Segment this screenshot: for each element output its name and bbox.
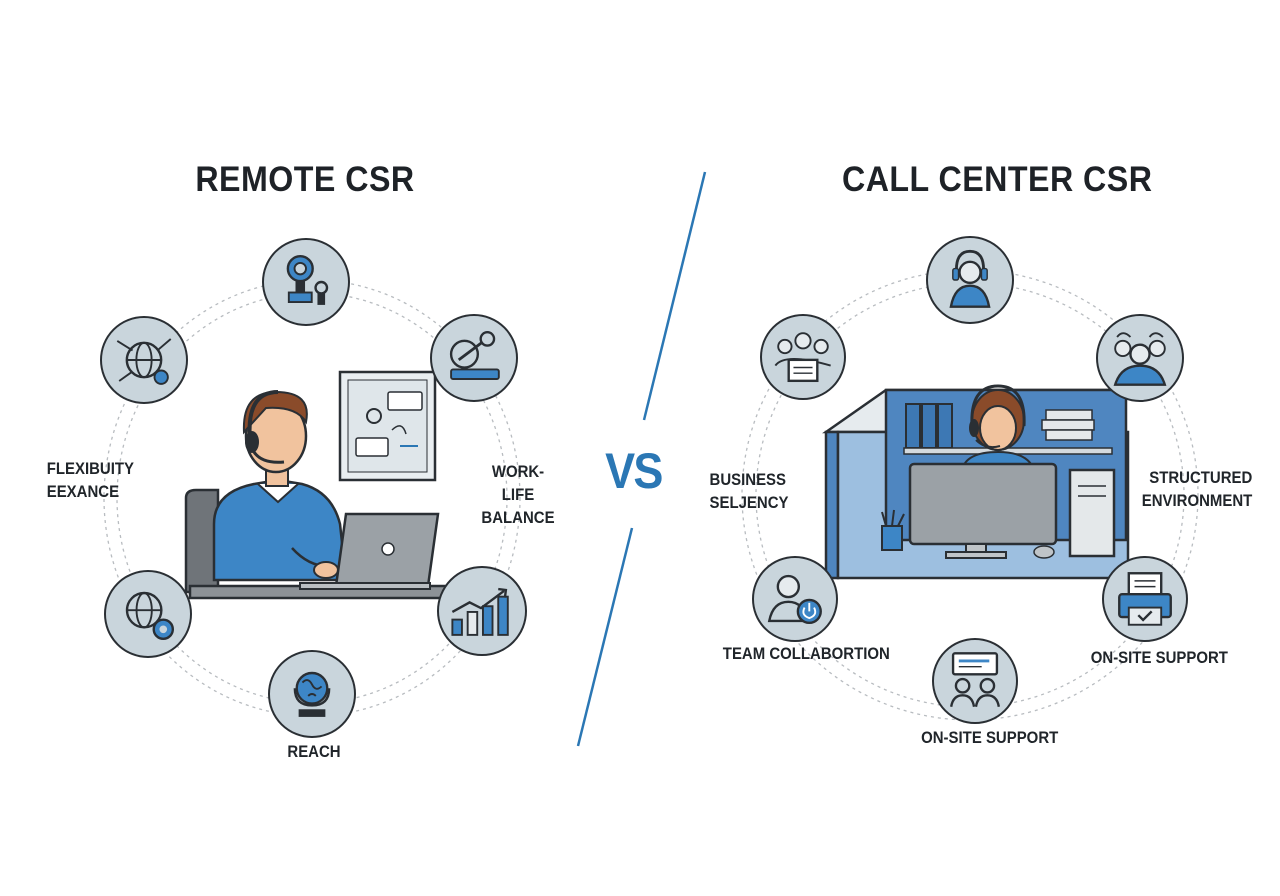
label-structured-environment: STRUCTURED ENVIRONMENT [1141, 468, 1253, 510]
cubicle-illustration [822, 384, 1130, 580]
group-meeting-icon [1096, 314, 1184, 402]
growth-chart-icon [437, 566, 527, 656]
global-network-icon [100, 316, 188, 404]
globe-settings-icon [104, 570, 192, 658]
award-trophy-icon [262, 238, 350, 326]
world-reach-icon [268, 650, 356, 738]
label-team-collaboration: TEAM COLLABORTION [722, 644, 890, 663]
label-onsite-support-bottom: ON-SITE SUPPORT [921, 728, 1059, 747]
user-power-icon [752, 556, 838, 642]
divider-line-top [642, 171, 707, 421]
versus-label: VS [605, 443, 663, 499]
whiteboard-illustration [338, 370, 437, 482]
label-work-life-balance: WORK-LIFE BALANCE [481, 462, 555, 527]
support-chat-icon [932, 638, 1018, 724]
label-onsite-support-right: ON-SITE SUPPORT [1090, 648, 1228, 667]
printer-documents-icon [1102, 556, 1188, 642]
team-presentation-icon [760, 314, 846, 400]
label-reach: REACH [287, 742, 341, 761]
remote-csr-title: REMOTE CSR [195, 160, 415, 199]
key-settings-icon [430, 314, 518, 402]
headset-agent-icon [926, 236, 1014, 324]
label-flexibility: FLEXIBUITY EEXANCE [46, 459, 134, 501]
call-center-csr-title: CALL CENTER CSR [842, 160, 1153, 199]
label-business: BUSINESS SELJENCY [709, 470, 789, 512]
divider-line-bottom [576, 527, 634, 747]
